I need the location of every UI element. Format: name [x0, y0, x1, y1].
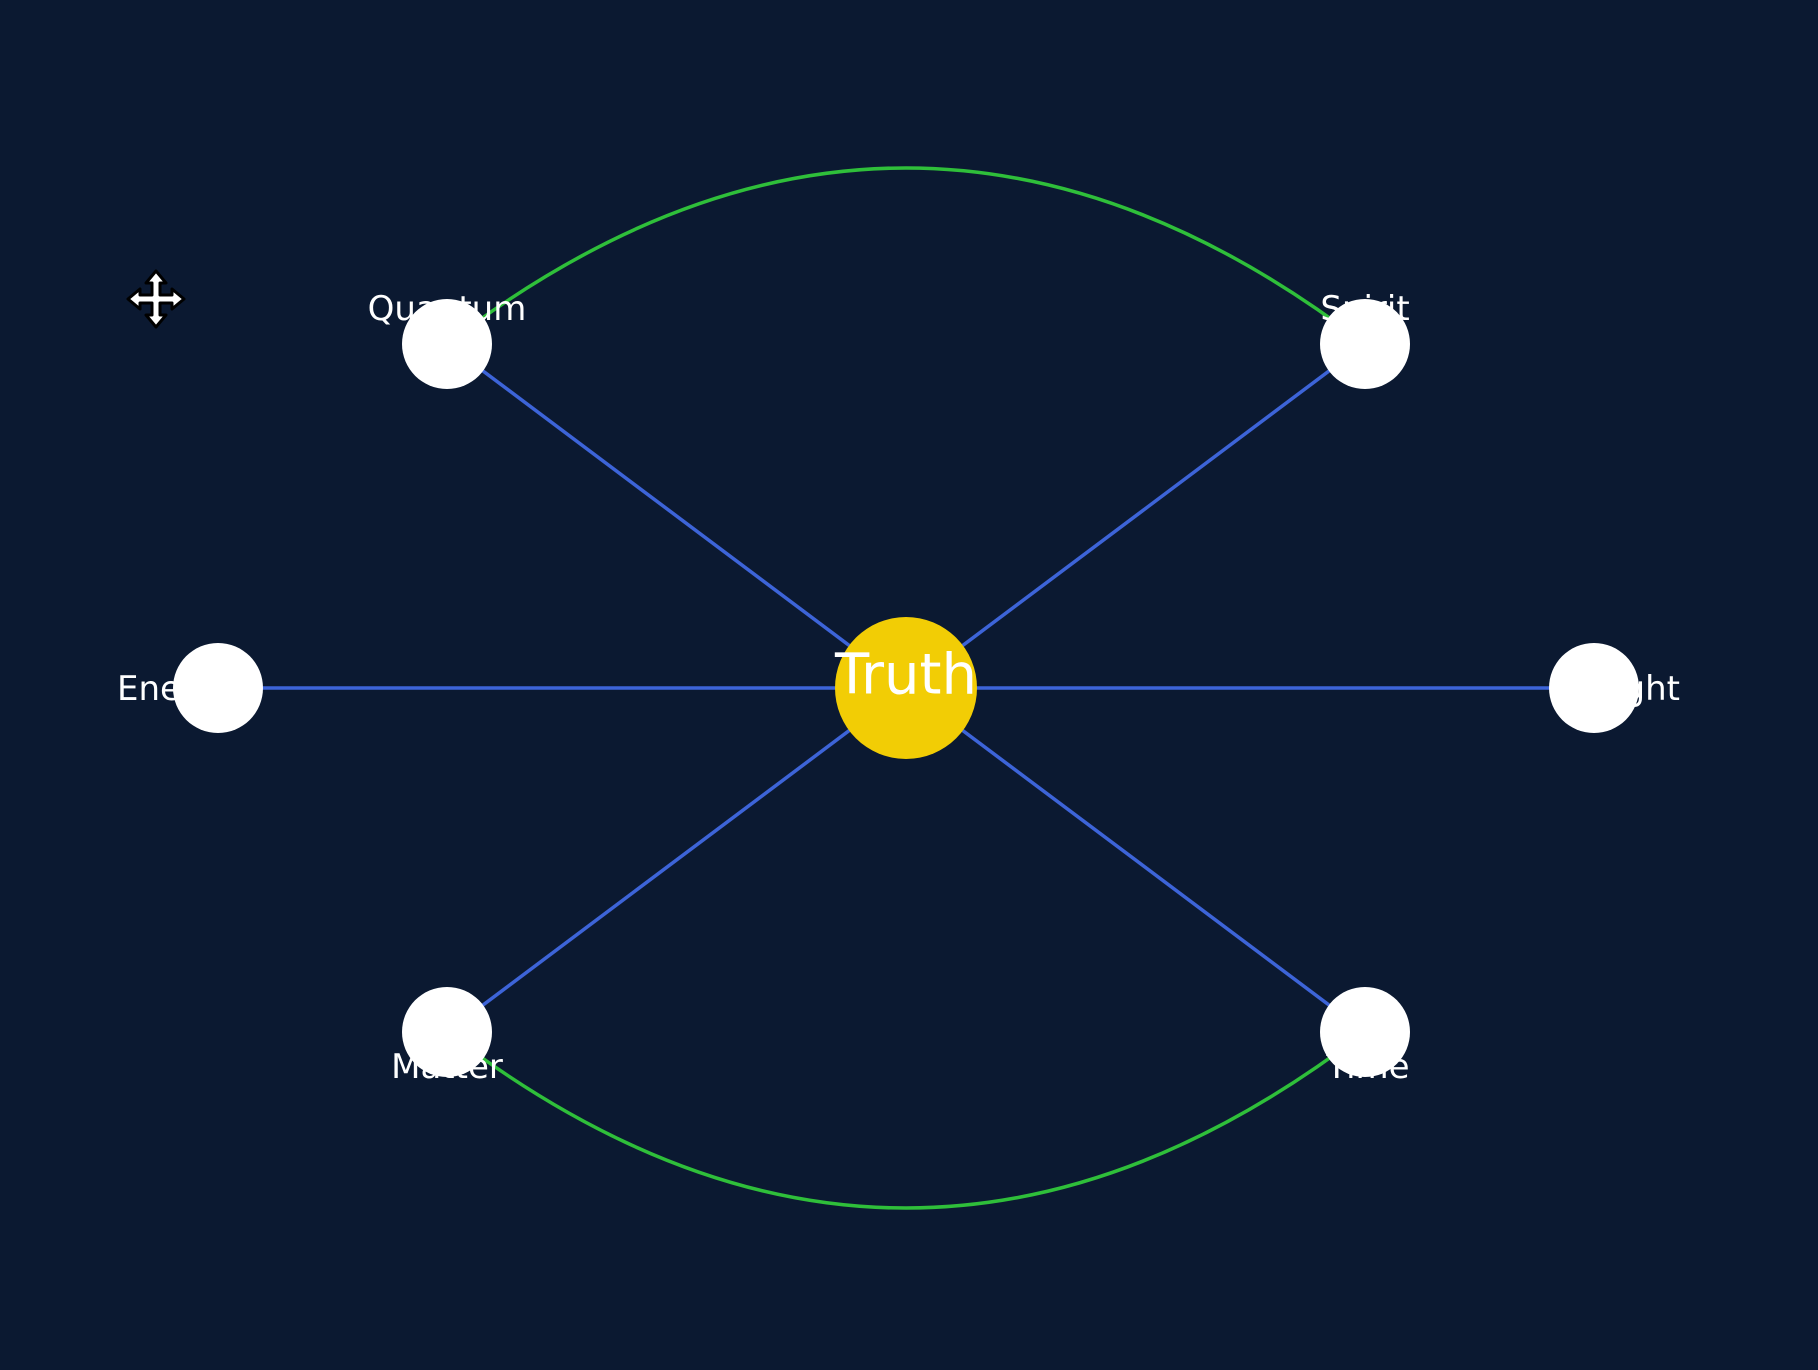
node-spirit[interactable] — [1320, 299, 1410, 389]
node-light[interactable] — [1549, 643, 1639, 733]
spoke-edge-spirit — [904, 342, 1367, 690]
center-node-label: Truth — [834, 643, 977, 708]
node-energy[interactable] — [173, 643, 263, 733]
arc-edge-quantum-spirit — [445, 166, 1367, 346]
move-arrows-icon[interactable] — [126, 269, 186, 329]
spoke-edges — [218, 342, 1594, 1034]
center-node[interactable]: Truth — [834, 617, 977, 759]
arc-edges — [445, 166, 1367, 1210]
node-matter[interactable] — [402, 987, 492, 1077]
node-time[interactable] — [1320, 987, 1410, 1077]
spoke-edge-matter — [445, 686, 908, 1034]
node-quantum[interactable] — [402, 299, 492, 389]
center-node-circle[interactable] — [835, 617, 977, 759]
spoke-edge-time — [904, 686, 1367, 1034]
spoke-edge-quantum — [445, 342, 908, 690]
arc-edge-matter-time — [445, 1030, 1367, 1210]
outer-nodes — [173, 299, 1639, 1077]
